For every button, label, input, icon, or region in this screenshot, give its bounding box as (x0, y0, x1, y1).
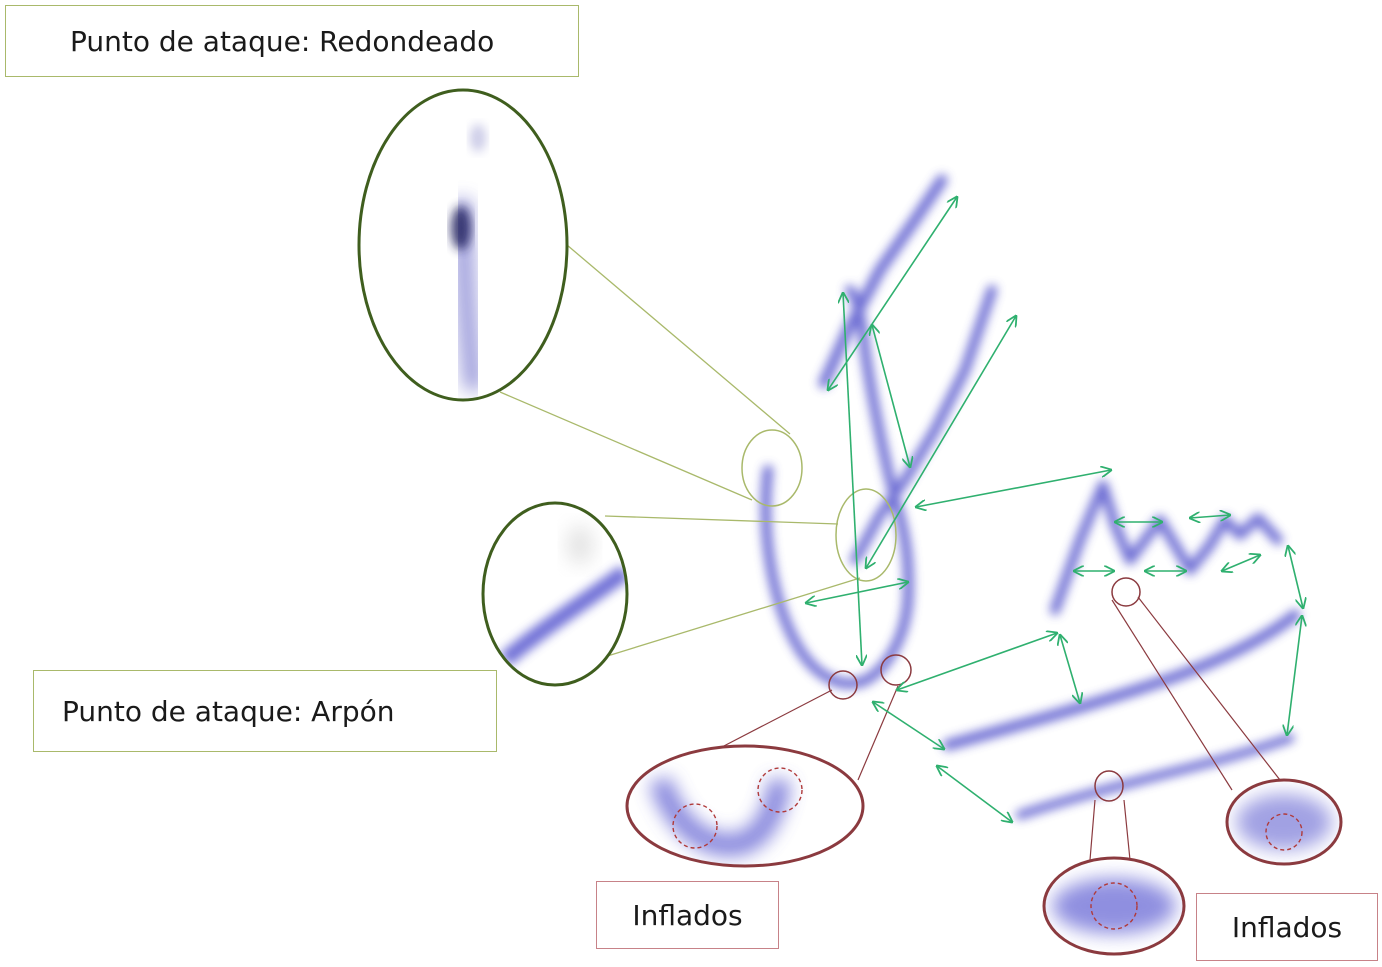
stroke-base-line (948, 615, 1295, 745)
label-redondeado: Punto de ataque: Redondeado (5, 5, 579, 77)
zoom-callout-redondeado (359, 90, 802, 506)
label-inflados-right-text: Inflados (1232, 911, 1342, 944)
stroke-m-wave (1055, 485, 1278, 610)
label-arpon: Punto de ataque: Arpón (33, 670, 497, 752)
label-inflados-left-text: Inflados (632, 899, 742, 932)
source-circle-inflado-d (1112, 578, 1140, 606)
label-inflados-right: Inflados (1196, 893, 1378, 961)
label-arpon-text: Punto de ataque: Arpón (62, 695, 395, 728)
stroke-upper-line (824, 180, 942, 383)
label-inflados-left: Inflados (596, 881, 779, 949)
handwriting-strokes (766, 180, 1295, 815)
zoom-callout-inflados-right (1112, 578, 1341, 864)
zoom-callout-arpon (483, 489, 896, 685)
zoom-callout-inflados-left (627, 655, 911, 866)
label-redondeado-text: Punto de ataque: Redondeado (70, 25, 494, 58)
